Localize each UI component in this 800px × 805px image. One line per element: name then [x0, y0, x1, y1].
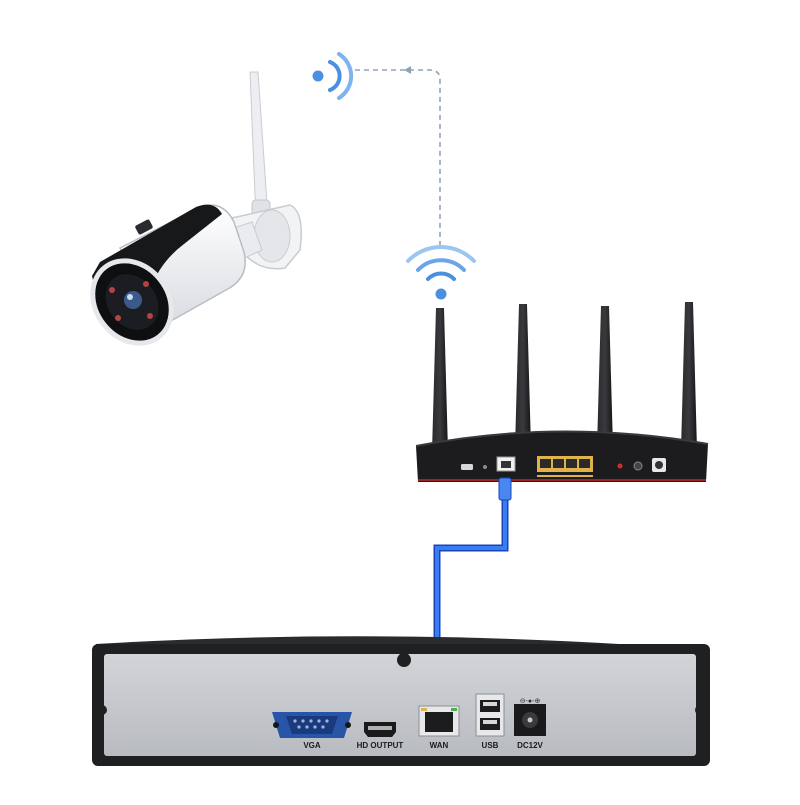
- router-usb-port: [461, 464, 473, 470]
- usb-port: [475, 693, 505, 737]
- camera-antenna: [249, 71, 269, 221]
- nvr-recorder: ⊖-●-⊕ VGA HD OUTPUT WAN USB DC12V: [92, 636, 710, 766]
- link-arrow-icon: [404, 66, 411, 74]
- camera-lens-icon: [124, 291, 142, 309]
- router: [415, 302, 709, 482]
- vga-label: VGA: [303, 741, 321, 750]
- camera-wifi-signal-icon: [312, 52, 354, 100]
- usb-label: USB: [482, 741, 499, 750]
- dc-label: DC12V: [517, 741, 543, 750]
- dc-power-port: ⊖-●-⊕: [514, 698, 546, 736]
- router-antenna-2: [515, 304, 531, 448]
- router-wifi-signal-icon: [406, 245, 476, 300]
- dc-polarity-icon: ⊖-●-⊕: [520, 698, 541, 705]
- vga-port: [272, 712, 352, 738]
- wan-label: WAN: [430, 741, 449, 750]
- wan-port: [418, 705, 460, 737]
- hdmi-port: [364, 722, 396, 737]
- cable-connector-top: [498, 477, 512, 501]
- router-antenna-4: [681, 302, 697, 450]
- router-antenna-1: [432, 308, 448, 452]
- wireless-camera: [90, 71, 302, 346]
- nvr-back-panel: [104, 654, 696, 756]
- hdmi-label: HD OUTPUT: [357, 741, 404, 750]
- wireless-link-line: [355, 69, 441, 245]
- router-antenna-3: [597, 306, 613, 448]
